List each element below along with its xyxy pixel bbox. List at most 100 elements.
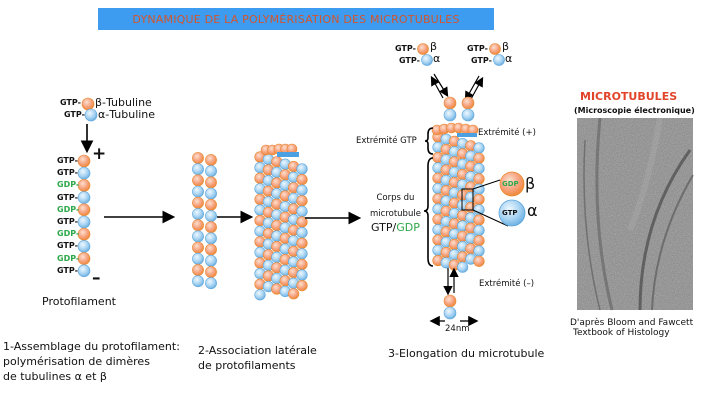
protofilament-column bbox=[77, 154, 91, 278]
beta-tubulin-sphere bbox=[296, 280, 308, 292]
gtp-cap-brace bbox=[424, 127, 434, 155]
beta-tubulin-sphere bbox=[77, 227, 91, 241]
body-label-line: microtubule bbox=[370, 209, 421, 219]
protofilament-nucleotide-label: GTP- bbox=[57, 265, 78, 275]
body-brace bbox=[423, 157, 434, 267]
alpha-tubulin-sphere bbox=[77, 215, 91, 229]
micrograph-title: MICROTUBULES bbox=[580, 90, 678, 103]
beta-tubulin-sphere bbox=[205, 266, 217, 278]
beta-tubulin-sphere bbox=[205, 221, 217, 234]
dissociation-arrow-icon bbox=[430, 75, 444, 99]
microtubule-cylinder bbox=[431, 122, 485, 273]
protofilament-nucleotide-label: GDP- bbox=[57, 253, 80, 263]
beta-tubulin-sphere bbox=[296, 195, 308, 207]
protofilament-nucleotide-label: GDP- bbox=[57, 180, 80, 190]
caption-line: 1-Assemblage du protofilament: bbox=[3, 340, 180, 353]
detail-alpha-sphere bbox=[498, 199, 526, 227]
alpha-tubulin-sphere bbox=[192, 163, 204, 176]
detail-beta-sphere bbox=[499, 171, 525, 197]
detail-alpha-nucleotide: GTP bbox=[502, 209, 518, 217]
protofilament-nucleotide-label: GDP- bbox=[57, 204, 80, 214]
free-dimer-left-alpha-symbol: α bbox=[433, 52, 441, 65]
alpha-tubulin-sphere bbox=[205, 210, 217, 222]
protofilament-nucleotide-label: GTP- bbox=[57, 156, 78, 165]
alpha-tubulin-sphere bbox=[473, 204, 485, 216]
legend-dimer bbox=[81, 97, 98, 122]
free-dimer-right-beta-prefix: GTP- bbox=[467, 44, 488, 53]
credit-line: D'après Bloom and Fawcett bbox=[570, 318, 694, 328]
alpha-tubulin-sphere bbox=[192, 208, 204, 220]
caption-line: 2-Association latérale bbox=[198, 344, 317, 357]
alpha-tubulin-sphere bbox=[296, 248, 308, 260]
caption-line: polymérisation de dimères bbox=[3, 355, 150, 368]
beta-tubulin-sphere bbox=[77, 252, 91, 265]
alpha-tubulin-sphere bbox=[205, 277, 217, 290]
beta-tubulin-sphere bbox=[192, 174, 204, 187]
beta-tubulin-sphere bbox=[473, 193, 485, 206]
free-dimer-left-beta-prefix: GTP- bbox=[395, 44, 416, 53]
alpha-tubulin-sphere bbox=[205, 254, 217, 267]
alpha-tubulin-sphere bbox=[296, 227, 308, 239]
alpha-tubulin-sphere bbox=[77, 191, 91, 204]
body-nucleotide-label: GTP/GDP bbox=[371, 221, 420, 234]
alpha-tubulin-sphere bbox=[296, 269, 308, 281]
free-dimer-right-beta-symbol: β bbox=[502, 40, 510, 53]
gtp-cap-region bbox=[457, 133, 477, 137]
alpha-tubulin-sphere bbox=[457, 261, 469, 273]
beta-tubulin-sphere bbox=[205, 243, 217, 256]
paired-protofilaments bbox=[192, 152, 217, 290]
alpha-tubulin-sphere bbox=[205, 187, 217, 200]
free-dimer-right bbox=[489, 43, 505, 66]
beta-tubulin-sphere bbox=[288, 288, 300, 300]
alpha-tubulin-sphere bbox=[473, 224, 485, 236]
minus-end-label: Extrémité (–) bbox=[479, 279, 535, 289]
electron-micrograph bbox=[577, 117, 694, 311]
legend-alpha-label: α-Tubuline bbox=[98, 108, 156, 121]
beta-tubulin-sphere bbox=[192, 196, 204, 209]
beta-tubulin-sphere bbox=[192, 241, 204, 254]
beta-tubulin-sphere bbox=[473, 152, 485, 164]
gtp-cap-label: Extrémité GTP bbox=[356, 136, 417, 146]
detail-highlight-box bbox=[461, 188, 474, 211]
alpha-tubulin-sphere bbox=[77, 166, 91, 180]
beta-tubulin-sphere bbox=[473, 255, 485, 267]
free-dimer-left-beta-symbol: β bbox=[430, 40, 438, 53]
micrograph-credit: D'après Bloom and Fawcett Textbook of Hi… bbox=[570, 318, 693, 338]
beta-tubulin-sphere bbox=[296, 237, 308, 249]
detail-beta-symbol: β bbox=[525, 174, 536, 193]
alpha-tubulin-sphere bbox=[192, 252, 204, 265]
beta-tubulin-sphere bbox=[192, 152, 204, 164]
protofilament-nucleotide-label: GDP- bbox=[57, 229, 80, 239]
alpha-tubulin-sphere bbox=[296, 205, 308, 217]
body-gdp-text: GDP bbox=[396, 221, 420, 234]
alpha-tubulin-sphere bbox=[473, 163, 485, 175]
beta-tubulin-sphere bbox=[192, 264, 204, 276]
beta-tubulin-sphere bbox=[473, 214, 485, 226]
protofilament-nucleotide-label: GTP- bbox=[57, 241, 78, 251]
protofilament-nucleotide-label: GTP- bbox=[57, 192, 78, 202]
legend-alpha-prefix: GTP- bbox=[64, 110, 85, 119]
alpha-tubulin-sphere bbox=[192, 275, 204, 288]
alpha-tubulin-sphere bbox=[192, 230, 204, 243]
step2-caption: 2-Association latérale de protofilaments bbox=[198, 343, 317, 373]
minus-end-sign: – bbox=[92, 268, 101, 288]
body-gtp-text: GTP/ bbox=[371, 221, 397, 234]
beta-tubulin-sphere bbox=[296, 174, 308, 186]
protofilament-sheet bbox=[254, 143, 308, 301]
detail-beta-nucleotide: GDP bbox=[502, 180, 519, 188]
gtp-cap-region bbox=[277, 152, 299, 157]
beta-tubulin-sphere bbox=[205, 176, 217, 189]
free-dimer-left bbox=[417, 43, 433, 66]
step3-caption: 3-Elongation du microtubule bbox=[388, 347, 545, 360]
alpha-tubulin-sphere bbox=[296, 163, 308, 175]
beta-tubulin-sphere bbox=[77, 154, 91, 168]
beta-tubulin-sphere bbox=[81, 97, 95, 111]
alpha-tubulin-sphere bbox=[77, 264, 91, 278]
credit-line: Textbook of Histology bbox=[573, 328, 670, 338]
beta-tubulin-sphere bbox=[77, 203, 91, 217]
alpha-tubulin-sphere bbox=[254, 289, 266, 301]
detail-alpha-symbol: α bbox=[527, 201, 538, 220]
beta-tubulin-sphere bbox=[473, 235, 485, 247]
alpha-tubulin-sphere bbox=[192, 185, 204, 198]
